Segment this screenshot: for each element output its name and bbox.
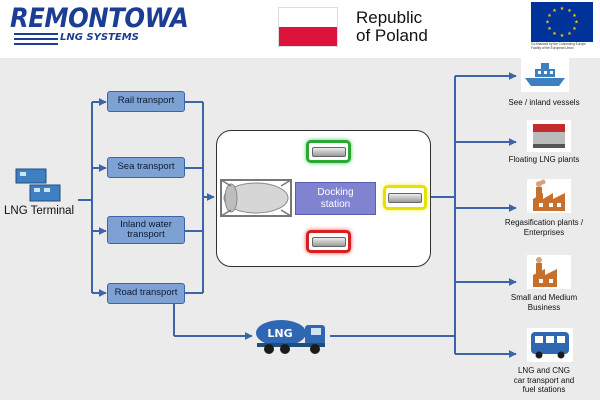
iso-container-icon <box>219 176 293 220</box>
destination-label: Regasification plants / Enterprises <box>504 218 584 237</box>
container-slot-red <box>306 230 351 253</box>
svg-text:★: ★ <box>552 8 557 14</box>
destination-label: LNG and CNG car transport and fuel stati… <box>513 366 575 394</box>
dock-label-line2: station <box>320 198 351 210</box>
svg-text:★: ★ <box>572 26 577 32</box>
lng-truck-icon: LNG <box>255 315 327 355</box>
sea-transport-node: Sea transport <box>107 157 185 178</box>
svg-text:★: ★ <box>560 33 565 39</box>
svg-text:★: ★ <box>545 20 550 26</box>
republic-of-poland-title: Republic of Poland <box>356 9 428 45</box>
destination-label: Small and Medium Business <box>510 293 578 312</box>
bus-icon <box>527 328 573 362</box>
republic-line1: Republic <box>356 8 423 27</box>
dock-label-line1: Docking <box>317 187 354 198</box>
lng-terminal-label: LNG Terminal <box>4 205 75 217</box>
lng-container-icon <box>311 146 346 157</box>
container-slot-yellow <box>383 185 427 210</box>
destination-label: See / inland vessels <box>508 98 580 107</box>
lng-container-icon <box>388 192 422 203</box>
vessel-icon <box>521 58 569 92</box>
eu-caption: Co-financed by the Connecting Europe Fac… <box>531 42 586 50</box>
poland-flag <box>278 7 338 47</box>
road-transport-node: Road transport <box>107 283 185 304</box>
small-business-icon <box>527 255 571 289</box>
lng-terminal-icon <box>14 167 64 203</box>
eu-logo: ★ ★ ★ ★ ★ ★ ★ ★ ★ ★ ★ ★ Co-financed by t… <box>531 2 595 54</box>
remontowa-logo: REMONTOWA <box>10 3 189 34</box>
svg-text:★: ★ <box>572 13 577 19</box>
republic-line2: of Poland <box>356 26 428 45</box>
svg-text:★: ★ <box>547 26 552 32</box>
svg-text:★: ★ <box>567 31 572 37</box>
container-slot-green <box>306 140 351 163</box>
logo-subtitle: LNG SYSTEMS <box>60 32 139 43</box>
rail-transport-node: Rail transport <box>107 91 185 112</box>
factory-icon <box>527 179 571 213</box>
docking-station-node: Docking station <box>295 182 376 215</box>
logo-line <box>14 43 58 45</box>
svg-text:★: ★ <box>567 8 572 14</box>
lng-container-icon <box>311 236 346 247</box>
destination-label: Floating LNG plants <box>508 155 580 164</box>
svg-text:★: ★ <box>574 20 579 26</box>
eu-flag: ★ ★ ★ ★ ★ ★ ★ ★ ★ ★ ★ ★ <box>531 2 593 42</box>
inland-water-transport-node: Inland water transport <box>107 216 185 244</box>
logo-line <box>14 38 58 40</box>
floating-plant-icon <box>527 120 571 152</box>
header: REMONTOWA LNG SYSTEMS Republic of Poland… <box>0 0 600 58</box>
svg-text:★: ★ <box>552 31 557 37</box>
logo-line <box>14 33 58 35</box>
svg-text:★: ★ <box>560 6 565 12</box>
truck-label: LNG <box>267 327 292 340</box>
svg-text:★: ★ <box>547 13 552 19</box>
